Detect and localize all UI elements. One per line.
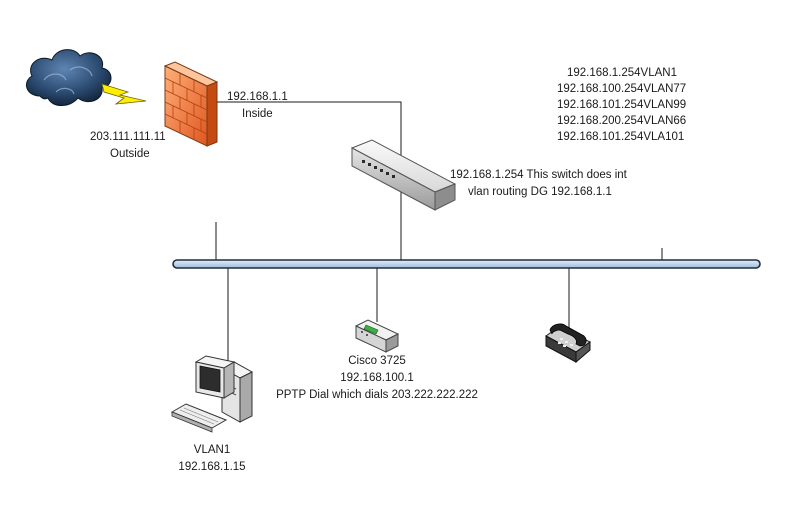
firewall-outside-ip: 203.111.111.11: [90, 131, 166, 143]
switch-note-line2: vlan routing DG 192.168.1.1: [468, 186, 612, 198]
pc-ip: 192.168.1.15: [178, 461, 245, 473]
ethernet-bus: [172, 259, 761, 269]
router-icon: [354, 319, 400, 353]
switch-note-line1: 192.168.1.254 This switch does int: [450, 169, 628, 181]
vlan-list-item: 192.168.200.254VLAN66: [557, 115, 686, 127]
router-ip: 192.168.100.1: [340, 372, 414, 384]
connection-lines: [215, 101, 663, 378]
firewall-icon: [163, 61, 219, 147]
cloud-icon: [25, 49, 112, 106]
firewall-inside-ip: 192.168.1.1: [227, 91, 288, 103]
vlan-list-item: 192.168.101.254VLAN99: [557, 99, 686, 111]
vlan-list-item: 192.168.100.254VLAN77: [557, 83, 686, 95]
lightning-icon: [101, 83, 147, 105]
switch-icon: [350, 139, 457, 211]
phone-icon: [545, 323, 591, 364]
router-model: Cisco 3725: [348, 355, 406, 367]
firewall-outside-label: Outside: [110, 148, 150, 160]
firewall-to-switch-line: [217, 101, 402, 262]
vlan-list-item: 192.168.1.254VLAN1: [567, 67, 677, 79]
pc-vlan: VLAN1: [194, 444, 230, 456]
firewall-inside-label: Inside: [242, 108, 273, 120]
computer-icon: [170, 355, 254, 433]
vlan-list-item: 192.168.101.254VLA101: [557, 131, 684, 143]
router-note: PPTP Dial which dials 203.222.222.222: [276, 389, 478, 401]
labels: 192.168.1.1 Inside 203.111.111.11 Outsid…: [90, 67, 686, 473]
